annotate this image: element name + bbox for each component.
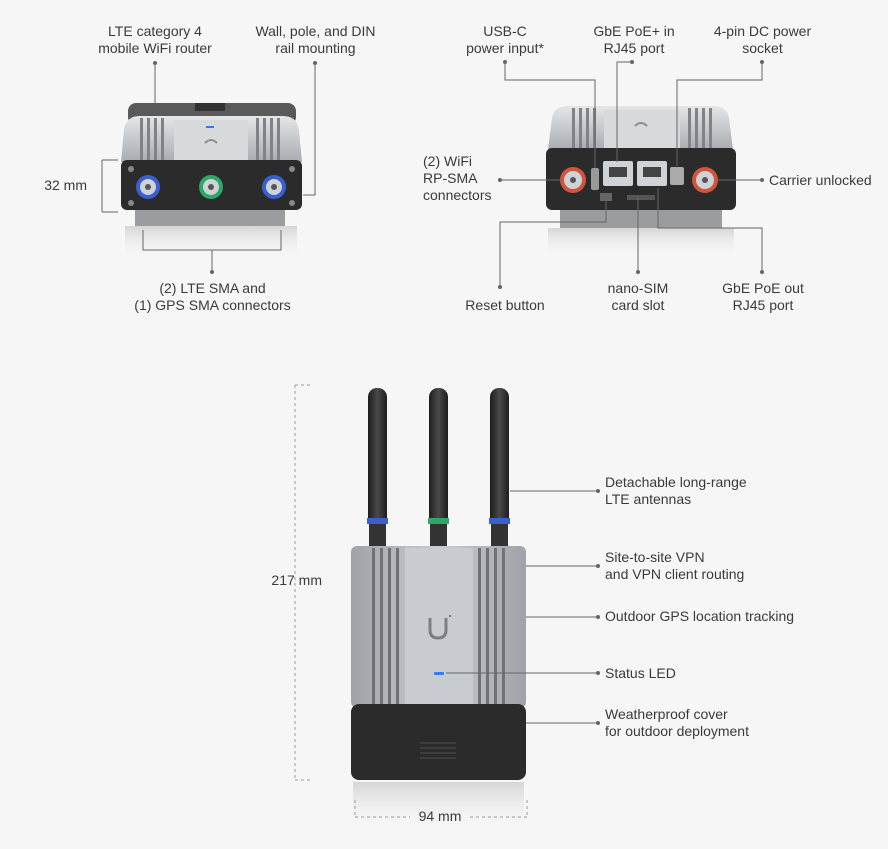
dimension-width-outdoor: 94 mm — [418, 808, 462, 824]
router-front-view — [121, 103, 302, 260]
router-back-view — [546, 106, 736, 258]
leader-lines-top-right — [498, 60, 764, 289]
callout-status-led: Status LED — [605, 665, 676, 681]
callout-poe-out: GbE PoE out RJ45 port — [722, 280, 804, 313]
callout-reset-button: Reset button — [465, 297, 545, 313]
callout-poe-in: GbE PoE+ in RJ45 port — [593, 23, 675, 56]
router-outdoor-view — [351, 388, 526, 832]
callout-mounting: Wall, pole, and DIN rail mounting — [255, 23, 376, 56]
callout-sma-connectors: (2) LTE SMA and (1) GPS SMA connectors — [134, 280, 291, 313]
callout-nano-sim: nano-SIM card slot — [607, 280, 669, 313]
callout-dc-socket: 4-pin DC power socket — [713, 23, 812, 56]
leader-lines-bottom — [294, 384, 600, 818]
callout-weatherproof-cover: Weatherproof cover for outdoor deploymen… — [605, 706, 749, 739]
dimension-height-outdoor: 217 mm — [271, 572, 322, 588]
callout-lte-router: LTE category 4 mobile WiFi router — [98, 23, 212, 56]
callout-vpn: Site-to-site VPN and VPN client routing — [605, 549, 745, 582]
callout-antennas: Detachable long-range LTE antennas — [605, 474, 747, 507]
callout-carrier-unlocked: Carrier unlocked — [769, 172, 872, 188]
callout-wifi-connectors: (2) WiFi RP-SMA connectors — [423, 153, 492, 203]
callout-gps: Outdoor GPS location tracking — [605, 608, 795, 624]
callout-usbc-power: USB-C power input* — [466, 23, 544, 56]
dimension-height-front: 32 mm — [44, 177, 87, 193]
leader-lines-top-left — [101, 61, 317, 274]
